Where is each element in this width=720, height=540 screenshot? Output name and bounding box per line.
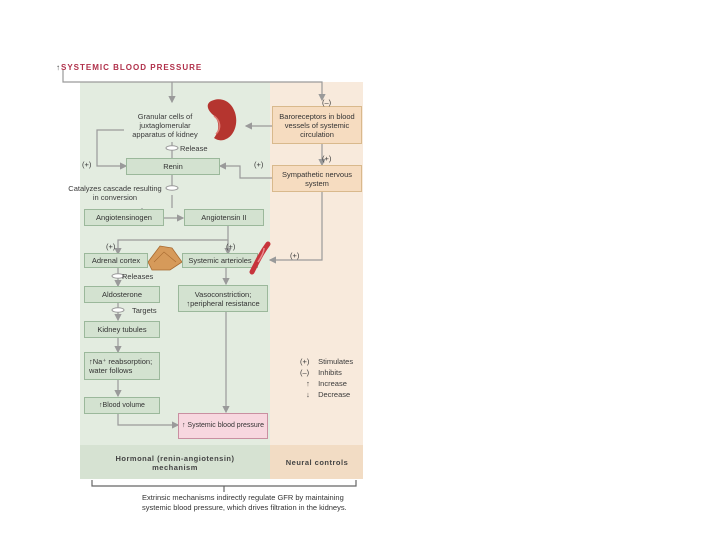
renin-label: Renin: [163, 162, 183, 171]
sign-plus-right: (+): [290, 251, 300, 260]
legend: (+) Stimulates (–) Inhibits ↑ Increase ↓…: [300, 357, 353, 401]
banner-text: SYSTEMIC BLOOD PRESSURE: [61, 63, 203, 72]
angiotensin-ii-box: Angiotensin II: [184, 209, 264, 226]
sign-minus-top: (–): [322, 98, 332, 107]
top-banner: ↑SYSTEMIC BLOOD PRESSURE: [56, 63, 202, 72]
legend-label: Inhibits: [318, 368, 342, 377]
adrenal-cortex-label: Adrenal cortex: [91, 256, 141, 265]
angiotensin-ii-label: Angiotensin II: [201, 213, 247, 222]
systemic-bp-box: ↑ Systemic blood pressure: [178, 413, 268, 439]
kidney-tubules-box: Kidney tubules: [84, 321, 160, 338]
renin-box: Renin: [126, 158, 220, 175]
baroreceptors-label: Baroreceptors in blood vessels of system…: [279, 111, 355, 139]
legend-symbol: (+): [300, 357, 310, 366]
targets-label: Targets: [132, 306, 157, 315]
blood-volume-label: ↑Blood volume: [99, 402, 145, 409]
sign-plus-arterioles: (+): [226, 242, 236, 251]
legend-label: Increase: [318, 379, 347, 388]
hormonal-footer-panel: [80, 445, 270, 479]
baroreceptors-box: Baroreceptors in blood vessels of system…: [272, 106, 362, 144]
na-reabsorption-label: ↑Na⁺ reabsorption; water follows: [89, 357, 153, 375]
legend-item-decrease: ↓ Decrease: [300, 390, 353, 401]
legend-label: Stimulates: [318, 357, 354, 366]
adrenal-cortex-box: Adrenal cortex: [84, 253, 148, 268]
sympathetic-box: Sympathetic nervous system: [272, 165, 362, 192]
blood-volume-box: ↑Blood volume: [84, 397, 160, 414]
caption: Extrinsic mechanisms indirectly regulate…: [142, 493, 347, 512]
up-arrow-icon: ↑: [56, 63, 61, 72]
systemic-bp-label: ↑ Systemic blood pressure: [181, 422, 265, 429]
na-reabsorption-box: ↑Na⁺ reabsorption; water follows: [84, 352, 160, 380]
aldosterone-box: Aldosterone: [84, 286, 160, 303]
legend-symbol: (–): [300, 368, 310, 377]
legend-item-inhibits: (–) Inhibits: [300, 368, 353, 379]
releases-label: Releases: [122, 272, 154, 281]
systemic-arterioles-label: Systemic arterioles: [188, 256, 252, 265]
catalyzes-label: Catalyzes cascade resulting in conversio…: [68, 184, 162, 202]
granular-cells-label: Granular cells of juxtaglomerular appara…: [132, 112, 198, 139]
angiotensinogen-box: Angiotensinogen: [84, 209, 164, 226]
sign-plus-adrenal: (+): [106, 242, 116, 251]
increase-arrow-icon: ↑: [306, 379, 310, 388]
kidney-tubules-label: Kidney tubules: [97, 325, 147, 334]
sign-plus-left: (+): [82, 160, 92, 169]
release-label: Release: [180, 144, 208, 153]
legend-item-increase: ↑ Increase: [300, 379, 353, 390]
vasoconstriction-box: Vasoconstriction; ↑peripheral resistance: [178, 285, 268, 312]
sign-plus-symp: (+): [322, 154, 332, 163]
neural-footer-panel: [270, 445, 363, 479]
legend-item-stimulates: (+) Stimulates: [300, 357, 353, 368]
angiotensinogen-label: Angiotensinogen: [96, 213, 152, 222]
decrease-arrow-icon: ↓: [306, 390, 310, 399]
aldosterone-label: Aldosterone: [101, 290, 143, 299]
sympathetic-label: Sympathetic nervous system: [281, 169, 353, 188]
hormonal-mechanism-label: Hormonal (renin-angiotensin) mechanism: [115, 454, 235, 472]
sign-plus-renin: (+): [254, 160, 264, 169]
legend-label: Decrease: [318, 390, 351, 399]
vasoconstriction-label: Vasoconstriction; ↑peripheral resistance: [186, 289, 260, 308]
neural-controls-label: Neural controls: [285, 458, 349, 467]
